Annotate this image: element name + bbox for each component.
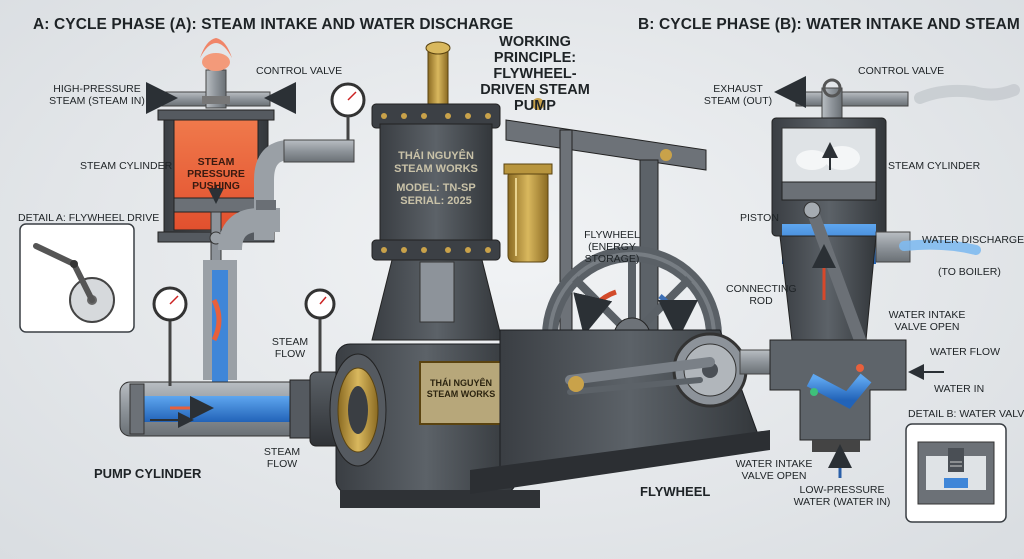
steam-flow-label-2: STEAM FLOW	[263, 446, 301, 470]
pump-cylinder-label: PUMP CYLINDER	[94, 466, 202, 481]
detail-a-box	[19, 223, 135, 333]
water-intake-valve-open-upper-label: WATER INTAKE VALVE OPEN	[888, 309, 966, 333]
phase-a-header: A: CYCLE PHASE (A): STEAM INTAKE AND WAT…	[33, 16, 514, 33]
exhaust-steam-label: EXHAUST STEAM (OUT)	[703, 83, 773, 107]
nameplate-model: MODEL: TN-SP	[396, 182, 476, 194]
plate2-line2: STEAM WORKS	[426, 389, 496, 399]
flywheel-label: FLYWHEEL	[640, 484, 711, 499]
nameplate-line1: THÁI NGUYÊN	[398, 150, 474, 162]
phase-b-header: B: CYCLE PHASE (B): WATER INTAKE AND STE…	[638, 16, 1024, 33]
main-engine	[329, 41, 821, 508]
nameplate-line2: STEAM WORKS	[394, 163, 478, 175]
nameplate-serial: SERIAL: 2025	[400, 195, 472, 207]
water-in-label: WATER IN	[934, 383, 985, 395]
water-discharge-label: WATER DISCHARGE	[922, 234, 1024, 246]
steam-cylinder-b	[769, 76, 1020, 478]
water-flow-label: WATER FLOW	[930, 346, 1000, 358]
nameplate-base: THÁI NGUYÊN STEAM WORKS	[420, 378, 502, 400]
control-valve-label-a: CONTROL VALVE	[256, 65, 343, 77]
steam-cylinder-label-a: STEAM CYLINDER	[80, 160, 173, 172]
connecting-rod-label: CONNECTING ROD	[726, 283, 797, 307]
high-pressure-steam-label: HIGH-PRESSURE STEAM (STEAM IN)	[49, 83, 145, 107]
control-valve-label-b: CONTROL VALVE	[858, 65, 945, 77]
steam-cylinder-label-b: STEAM CYLINDER	[888, 160, 981, 172]
plate2-line1: THÁI NGUYÊN	[429, 378, 492, 388]
nameplate-top: THÁI NGUYÊN STEAM WORKS MODEL: TN-SP SER…	[384, 150, 488, 208]
flywheel-energy-label: FLYWHEEL (ENERGY STORAGE)	[584, 229, 640, 265]
low-pressure-water-label: LOW-PRESSURE WATER (WATER IN)	[793, 484, 891, 508]
piston-label: PISTON	[740, 212, 779, 224]
steam-pressure-pushing-label: STEAM PRESSURE PUSHING	[187, 156, 245, 192]
water-intake-valve-open-lower-label: WATER INTAKE VALVE OPEN	[735, 458, 813, 482]
detail-b-box	[905, 423, 1007, 523]
detail-a-label: DETAIL A: FLYWHEEL DRIVE	[18, 212, 160, 224]
detail-b-label: DETAIL B: WATER VALVES	[908, 408, 1024, 420]
steam-cylinder-a	[146, 38, 296, 273]
diagram-title: WORKING PRINCIPLE: FLYWHEEL-DRIVEN STEAM…	[480, 34, 590, 114]
to-boiler-label: (TO BOILER)	[938, 266, 1001, 278]
steam-flow-label-1: STEAM FLOW	[271, 336, 309, 360]
